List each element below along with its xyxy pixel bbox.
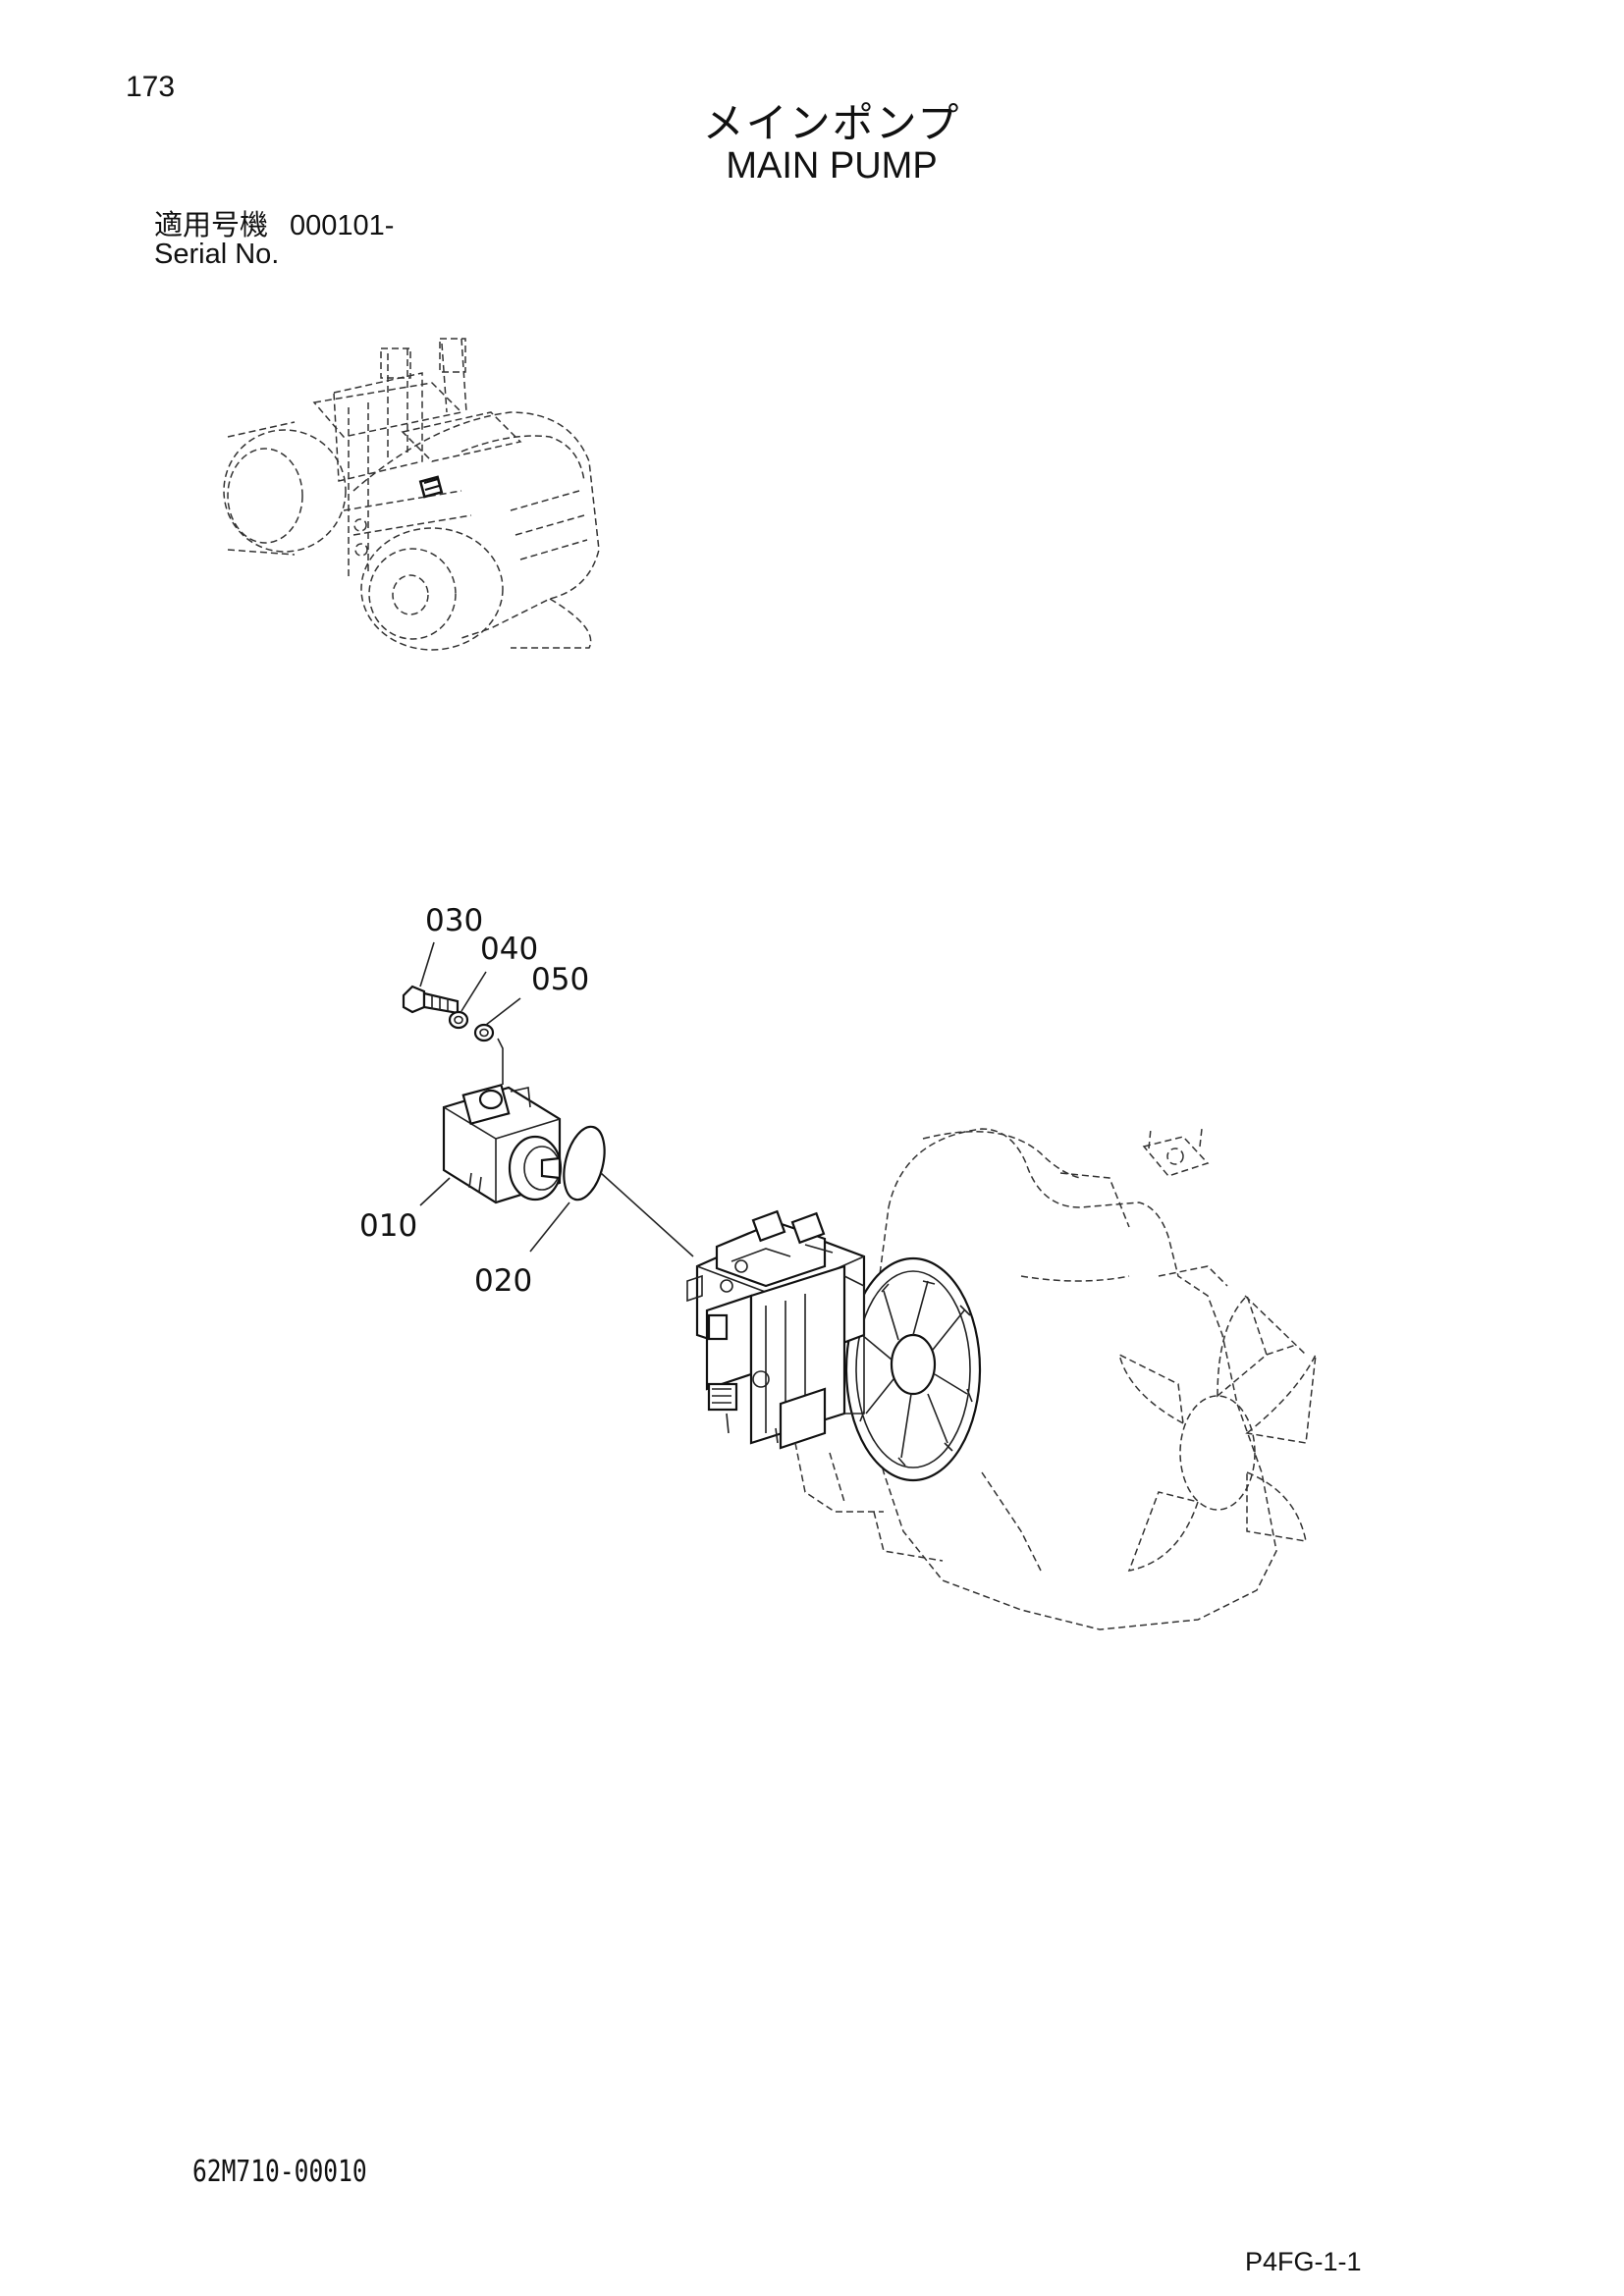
- highlighted-pump-marker: [418, 475, 444, 499]
- page-title-japanese: メインポンプ: [702, 99, 961, 147]
- main-pump-part: [442, 1083, 563, 1204]
- flywheel: [844, 1256, 982, 1482]
- exploded-view: 030 040 050 010 020: [359, 903, 1317, 1630]
- engine-assembly-illustration: [686, 1128, 1317, 1630]
- machine-overview-illustration: [223, 338, 600, 651]
- serial-label-english: Serial No.: [154, 239, 280, 270]
- serial-label-jp-text: 適用号機: [154, 208, 269, 241]
- sheet-code: P4FG-1-1: [1245, 2247, 1362, 2276]
- washer-part: [448, 1010, 469, 1030]
- callout-050: 050: [531, 962, 589, 997]
- installed-pump-body: [686, 1209, 866, 1450]
- callout-040: 040: [480, 932, 538, 967]
- leader-lines: [419, 941, 570, 1253]
- bolt-part: [402, 985, 460, 1015]
- engine-fan: [1117, 1294, 1317, 1573]
- drawing-code: 62M710-00010: [192, 2155, 367, 2189]
- serial-label-japanese: 適用号機 000101-: [154, 202, 394, 243]
- callout-020: 020: [474, 1263, 532, 1299]
- page-title-english: MAIN PUMP: [726, 145, 938, 187]
- callout-010: 010: [359, 1208, 417, 1244]
- o-ring-part: [563, 1125, 606, 1201]
- page-number: 173: [126, 71, 176, 103]
- serial-value: 000101-: [290, 210, 395, 241]
- callout-030: 030: [425, 903, 483, 938]
- lock-washer-part: [473, 1023, 495, 1042]
